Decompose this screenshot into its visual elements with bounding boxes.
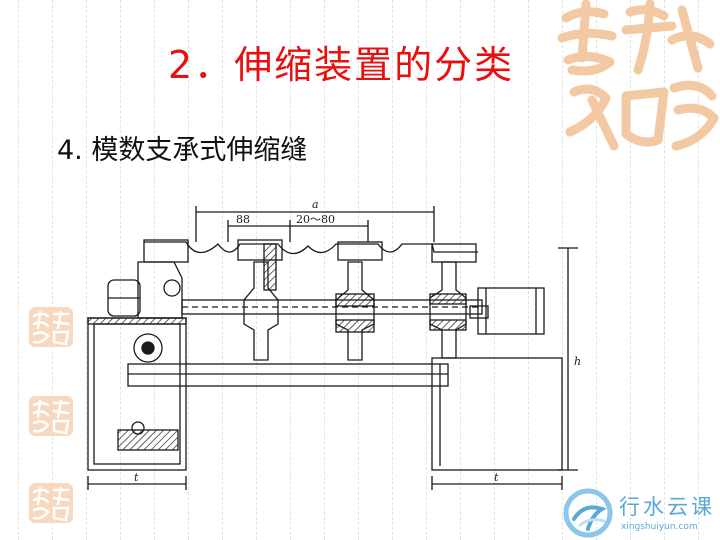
grid-line — [494, 0, 495, 540]
dimension-label-h: h — [574, 355, 581, 368]
logo-text: 行水云课 — [619, 495, 715, 519]
logo-icon — [563, 488, 613, 538]
grid-line — [18, 0, 19, 540]
grid-line — [222, 0, 223, 540]
slide-title: 2．伸缩装置的分类 — [168, 43, 515, 87]
grid-line — [528, 0, 529, 540]
expansion-joint-drawing: a 88 20～80 h t t — [87, 198, 581, 490]
dimension-label-a: a — [312, 198, 319, 211]
grid-line — [256, 0, 257, 540]
grid-line — [52, 0, 53, 540]
lower-beam — [127, 363, 449, 387]
slide-subtitle: 4. 模数支承式伸缩缝 — [57, 135, 308, 166]
dimension-label-range: 20～80 — [296, 213, 335, 226]
decorative-seal-icon — [29, 307, 73, 347]
grid-line — [664, 0, 665, 540]
logo-url: xingshuiyun.com — [621, 522, 698, 532]
grid-line — [358, 0, 359, 540]
decorative-seal-icon — [29, 483, 73, 523]
dimension-label-88: 88 — [236, 213, 250, 226]
dimension-label-t-right: t — [494, 471, 499, 484]
grid-line — [392, 0, 393, 540]
grid-line — [426, 0, 427, 540]
grid-line — [290, 0, 291, 540]
grid-line — [562, 0, 563, 540]
grid-line — [698, 0, 699, 540]
grid-line — [120, 0, 121, 540]
right-housing — [431, 357, 563, 471]
decorative-seal-icon — [557, 0, 719, 151]
grid-line — [460, 0, 461, 540]
grid-line — [596, 0, 597, 540]
grid-line — [154, 0, 155, 540]
decorative-seal-icon — [29, 396, 73, 436]
dimension-label-t-left: t — [134, 471, 139, 484]
grid-line — [188, 0, 189, 540]
grid-line — [324, 0, 325, 540]
grid-line — [630, 0, 631, 540]
grid-line — [86, 0, 87, 540]
